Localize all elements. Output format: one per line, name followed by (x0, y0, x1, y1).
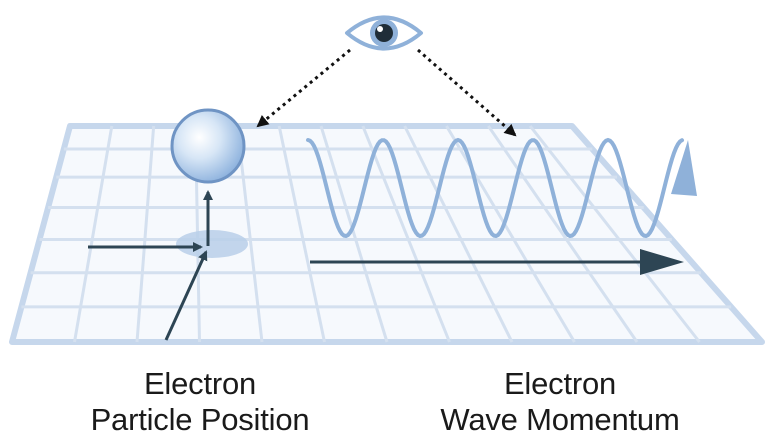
particle-shadow (176, 230, 248, 258)
sphere-icon (170, 108, 246, 184)
observe-particle-arrow (256, 48, 351, 128)
eye-icon (345, 15, 423, 51)
diagonal-arrow (164, 250, 208, 341)
particle-label-line1: Electron (143, 366, 257, 401)
wave-arrowhead (671, 140, 697, 196)
momentum-arrowhead (640, 249, 684, 275)
wave-label-line2: Wave Momentum (440, 402, 680, 437)
observation-arrows (256, 48, 517, 137)
observe-wave-arrow (417, 48, 517, 137)
wave-momentum-label: Electron Wave Momentum (400, 366, 720, 438)
position-arrows (88, 190, 213, 341)
wave-label-line1: Electron (503, 366, 617, 401)
wave-icon (306, 137, 684, 239)
particle-label-line2: Particle Position (90, 402, 310, 437)
particle-position-label: Electron Particle Position (40, 366, 360, 438)
